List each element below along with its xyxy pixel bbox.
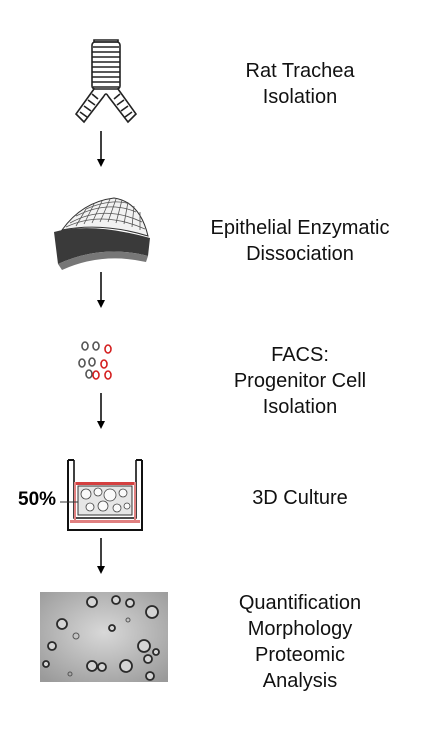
epithelium-sheet-icon — [54, 197, 150, 270]
down-arrow-4 — [97, 538, 105, 574]
down-arrow-3 — [97, 393, 105, 429]
trachea-icon — [74, 39, 138, 124]
step-label-rat-trachea: Rat Trachea Isolation — [245, 60, 355, 108]
down-arrow-1 — [97, 131, 105, 167]
microscopy-image-icon — [40, 592, 168, 682]
culture-fill-label: 50% — [18, 489, 57, 510]
step-label-epithelial: Epithelial Enzymatic Dissociation — [210, 217, 390, 265]
step-label-analysis: Quantification Morphology Proteomic Anal… — [238, 592, 362, 692]
down-arrow-2 — [97, 272, 105, 308]
sorted-cells-icon — [78, 341, 112, 380]
step-label-facs: FACS: Progenitor Cell Isolation — [233, 344, 367, 418]
step-label-3d-culture: 3D Culture — [252, 487, 348, 509]
culture-well-icon — [60, 459, 143, 531]
